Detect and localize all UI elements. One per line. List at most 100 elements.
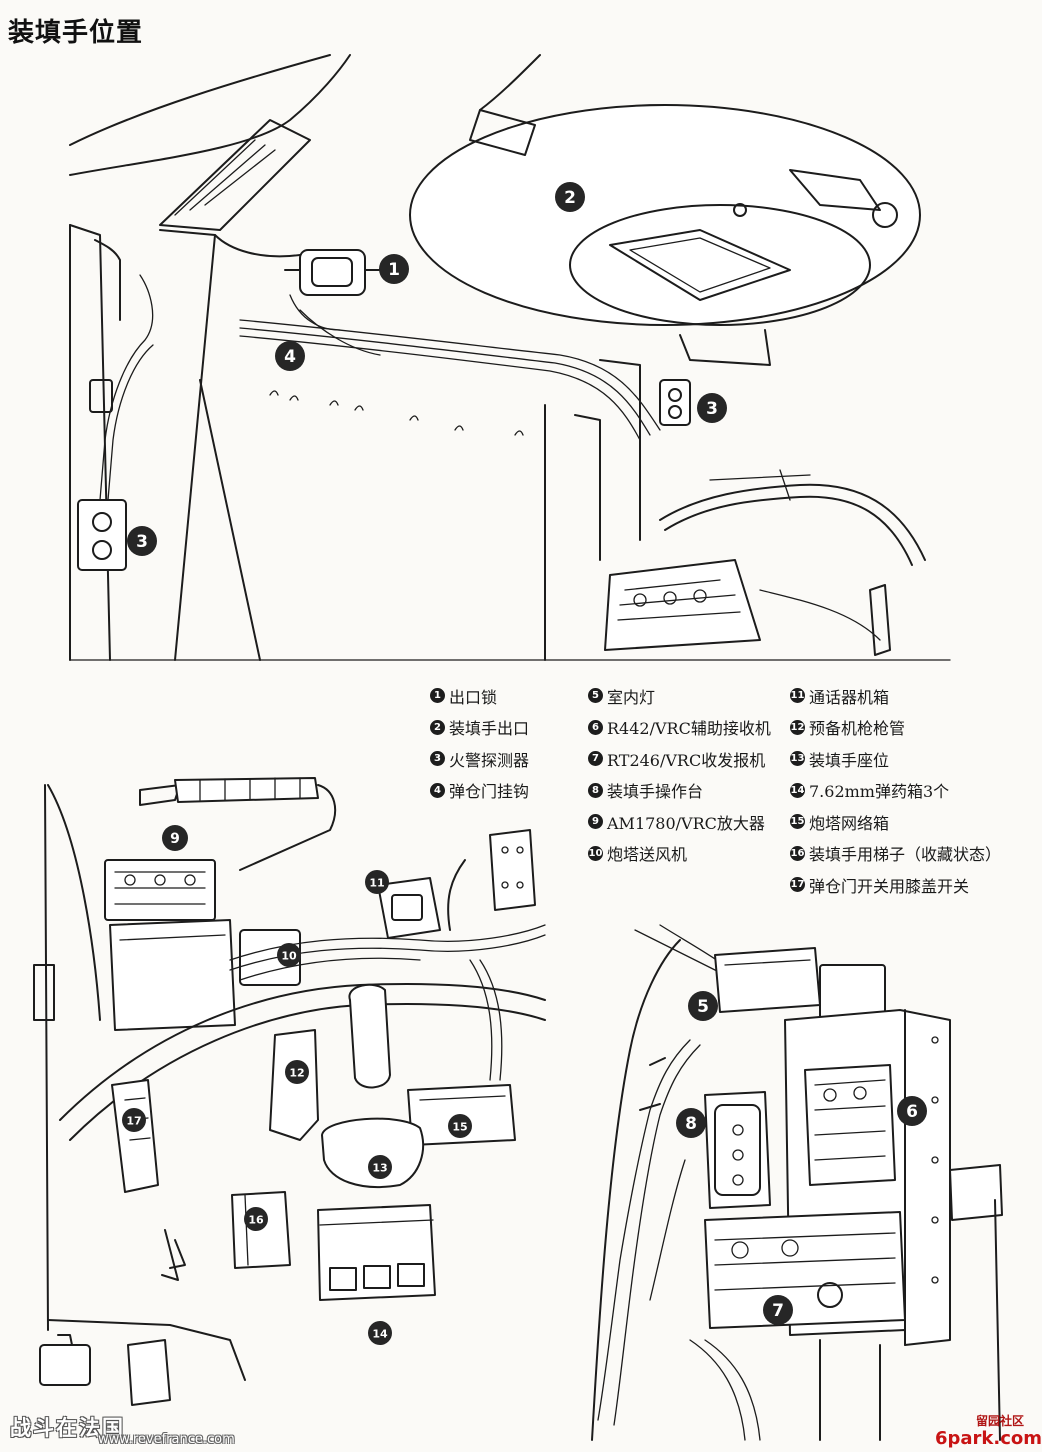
legend-number-badge: 13 [790, 751, 805, 767]
svg-text:13: 13 [372, 1162, 387, 1175]
legend-label: AM1780/VRC放大器 [607, 813, 765, 833]
callout-11: 11 [365, 870, 389, 894]
legend-label: 装填手用梯子（收藏状态） [809, 845, 1002, 865]
legend-label: R442/VRC辅助接收机 [607, 719, 771, 739]
watermark-site: 6park.com [935, 1428, 1042, 1449]
svg-text:15: 15 [452, 1121, 467, 1134]
callout-3-left: 3 [127, 526, 157, 556]
watermark-logo-text: 战斗在法国 [10, 1416, 125, 1440]
callout-15: 15 [448, 1114, 472, 1138]
legend-number-badge: 17 [790, 877, 805, 893]
svg-text:10: 10 [281, 950, 297, 963]
legend-number-badge: 8 [588, 782, 603, 798]
svg-text:3: 3 [706, 399, 718, 419]
callout-13: 13 [368, 1155, 392, 1179]
callout-10: 10 [277, 943, 301, 967]
svg-text:14: 14 [372, 1328, 388, 1341]
legend-label: 弹仓门开关用膝盖开关 [809, 876, 970, 896]
legend-label: RT246/VRC收发报机 [607, 750, 766, 770]
svg-text:6: 6 [906, 1102, 918, 1122]
svg-text:4: 4 [284, 347, 296, 367]
svg-text:12: 12 [289, 1067, 304, 1080]
svg-text:1: 1 [388, 260, 400, 280]
legend-number-badge: 4 [430, 782, 445, 798]
callout-1: 1 [379, 254, 409, 284]
callout-2: 2 [555, 182, 585, 212]
legend-number-badge: 14 [790, 782, 805, 798]
callout-14: 14 [368, 1321, 392, 1345]
legend-label: 7.62mm弹药箱3个 [809, 782, 950, 802]
svg-text:3: 3 [136, 532, 148, 552]
callout-4: 4 [275, 341, 305, 371]
callout-8: 8 [676, 1108, 706, 1138]
legend-label: 弹仓门挂钩 [449, 782, 530, 802]
legend-label: 火警探测器 [449, 750, 530, 770]
callout-16: 16 [244, 1207, 268, 1231]
legend-number-badge: 11 [790, 688, 805, 704]
svg-text:7: 7 [772, 1301, 784, 1321]
callout-5: 5 [688, 991, 718, 1021]
callout-6: 6 [897, 1096, 927, 1126]
legend-number-badge: 10 [588, 845, 603, 861]
legend-label: 通话器机箱 [809, 687, 890, 707]
callout-12: 12 [285, 1060, 309, 1084]
watermark-forum: 留园社区 [976, 1414, 1025, 1428]
svg-text:16: 16 [248, 1214, 264, 1227]
svg-text:2: 2 [564, 188, 576, 208]
callout-9: 9 [162, 825, 188, 851]
page-title: 装填手位置 [8, 18, 144, 48]
svg-text:9: 9 [170, 831, 180, 847]
legend-number-badge: 12 [790, 719, 805, 735]
legend-number-badge: 5 [588, 688, 603, 704]
svg-text:11: 11 [369, 877, 384, 890]
callout-3-right: 3 [697, 393, 727, 423]
legend-label: 出口锁 [449, 687, 498, 707]
legend-number-badge: 6 [588, 719, 603, 735]
legend-number-badge: 1 [430, 688, 445, 704]
callout-7: 7 [763, 1295, 793, 1325]
legend-number-badge: 7 [588, 751, 603, 767]
watermark-url: www.revefrance.com [98, 1432, 235, 1447]
svg-text:17: 17 [126, 1115, 141, 1128]
svg-text:5: 5 [697, 997, 709, 1017]
legend-number-badge: 2 [430, 719, 445, 735]
legend-number-badge: 15 [790, 814, 805, 830]
legend-label: 炮塔送风机 [607, 845, 688, 865]
legend-number-badge: 9 [588, 814, 603, 830]
legend-number-badge: 3 [430, 751, 445, 767]
legend-label: 室内灯 [607, 687, 656, 707]
legend-label: 装填手操作台 [607, 782, 704, 802]
legend-label: 装填手出口 [449, 719, 530, 739]
bottom-right-illustration [591, 924, 1003, 1441]
legend-label: 装填手座位 [809, 750, 890, 770]
bottom-left-illustration [33, 777, 546, 1406]
legend-number-badge: 16 [790, 845, 805, 861]
callout-17: 17 [122, 1108, 146, 1132]
legend-label: 预备机枪枪管 [809, 719, 906, 739]
legend-label: 炮塔网络箱 [809, 813, 890, 833]
svg-text:8: 8 [685, 1114, 697, 1134]
top-illustration [69, 54, 951, 661]
